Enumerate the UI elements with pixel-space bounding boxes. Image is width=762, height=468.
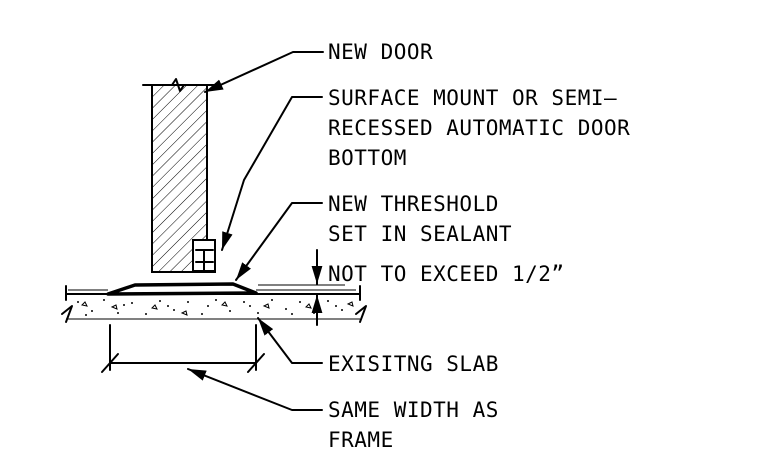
label-new-door: NEW DOOR — [328, 40, 433, 64]
door-leaf — [142, 78, 216, 273]
threshold — [106, 282, 258, 296]
label-max-height: NOT TO EXCEED 1/2” — [328, 262, 565, 286]
label-automatic-door-bottom-line2: RECESSED AUTOMATIC DOOR — [328, 116, 630, 140]
label-threshold-line2: SET IN SEALANT — [328, 222, 512, 246]
label-existing-slab: EXISITNG SLAB — [328, 352, 499, 376]
label-automatic-door-bottom-line1: SURFACE MOUNT OR SEMI– — [328, 86, 617, 110]
height-dimension — [258, 249, 345, 326]
label-automatic-door-bottom-line3: BOTTOM — [328, 146, 407, 170]
label-threshold-line1: NEW THRESHOLD — [328, 192, 499, 216]
existing-slab — [61, 285, 367, 323]
width-dimension — [101, 324, 265, 373]
label-width-line2: FRAME — [328, 428, 394, 452]
leader-lines — [187, 51, 324, 411]
automatic-door-bottom — [192, 239, 216, 273]
label-width-line1: SAME WIDTH AS — [328, 398, 499, 422]
